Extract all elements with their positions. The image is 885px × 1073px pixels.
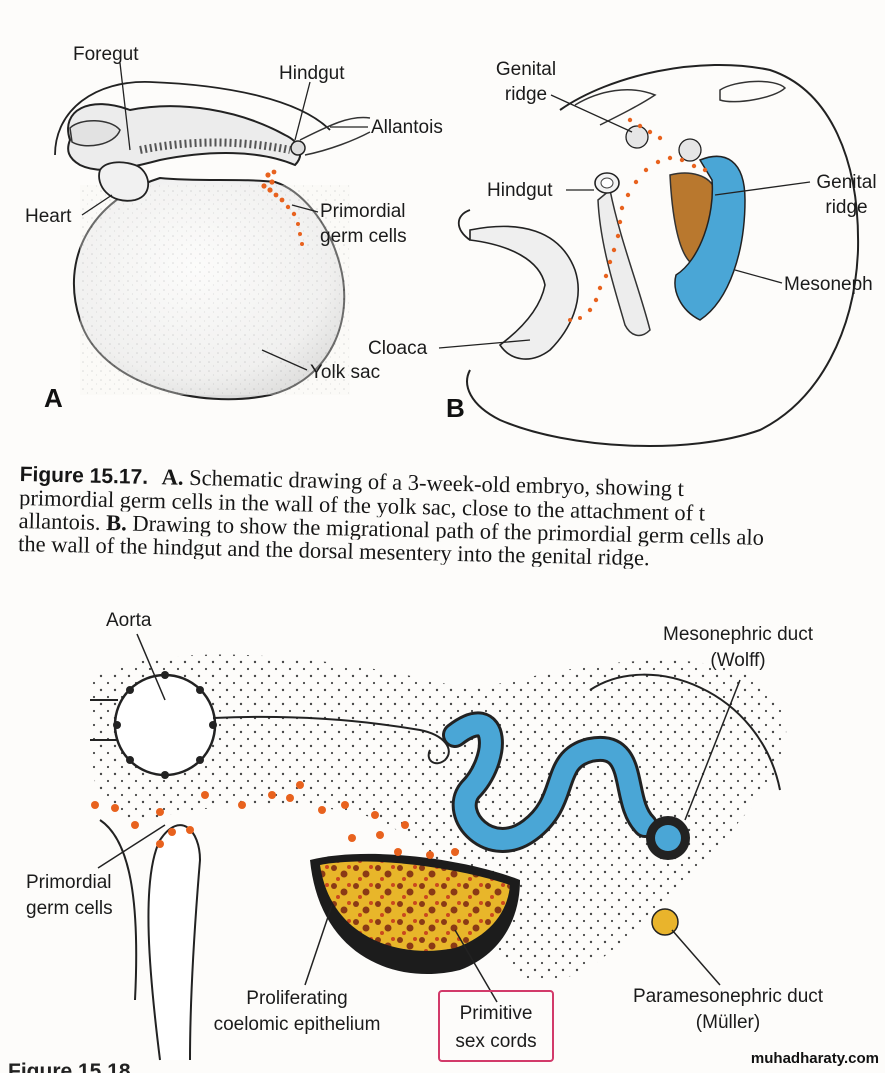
label-mesonephric-duct-1: Mesonephric duct <box>663 624 813 645</box>
figure-a-drawing <box>54 62 371 401</box>
heart-shape <box>98 161 150 202</box>
label-hindgut-a: Hindgut <box>279 63 345 84</box>
label-proliferating-2: coelomic epithelium <box>213 1014 381 1035</box>
label-cloaca: Cloaca <box>368 338 428 359</box>
panel-label-b: B <box>446 393 465 423</box>
label-proliferating-1: Proliferating <box>246 988 348 1009</box>
label-foregut: Foregut <box>73 44 139 65</box>
caption-a-marker: A. <box>161 464 184 490</box>
label-hindgut-b: Hindgut <box>487 180 553 201</box>
caption-figure-number: Figure 15.17. <box>19 462 149 489</box>
figure-b-drawing <box>438 64 860 447</box>
label-paramesonephric-duct-2: (Müller) <box>695 1012 761 1033</box>
label-primordial-germ-cells-c-2: germ cells <box>26 898 113 919</box>
sex-cords-shape <box>320 861 510 951</box>
panel-label-a: A <box>44 383 63 413</box>
paramesonephric-duct-shape <box>651 908 679 936</box>
watermark: muhadharaty.com <box>750 1050 879 1067</box>
figure-caption: Figure 15.17. A. Schematic drawing of a … <box>18 462 885 575</box>
label-mesonephros: Mesoneph <box>784 274 873 295</box>
label-primordial-germ-cells-a-1: Primordial <box>320 201 406 222</box>
figure-c-drawing <box>90 633 787 1061</box>
label-primitive-sex-cords-1: Primitive <box>459 1003 533 1024</box>
annotation-box-sex-cords <box>438 990 554 1062</box>
label-primordial-germ-cells-a-2: germ cells <box>320 226 407 247</box>
label-genital-ridge-right-2: ridge <box>825 197 868 218</box>
germ-cells-b <box>568 117 708 322</box>
mesonephros-shape <box>674 155 746 321</box>
germ-cells-c <box>91 781 459 859</box>
label-primitive-sex-cords-2: sex cords <box>455 1031 537 1052</box>
label-primordial-germ-cells-c-1: Primordial <box>26 872 112 893</box>
label-genital-ridge-top-1: Genital <box>495 59 557 80</box>
caption-line-3-start: allantois. <box>18 508 101 535</box>
germ-cells-a <box>261 169 304 246</box>
label-paramesonephric-duct-1: Paramesonephric duct <box>632 986 824 1007</box>
label-allantois: Allantois <box>371 117 443 138</box>
label-aorta: Aorta <box>106 610 152 631</box>
label-genital-ridge-right-1: Genital <box>816 172 877 193</box>
label-yolk-sac: Yolk sac <box>310 362 381 383</box>
label-heart: Heart <box>25 206 72 227</box>
caption-b-marker: B. <box>105 509 128 536</box>
label-genital-ridge-top-2: ridge <box>504 84 548 105</box>
next-figure-fragment: Figure 15.18 <box>8 1060 131 1073</box>
label-mesonephric-duct-2: (Wolff) <box>710 650 766 671</box>
